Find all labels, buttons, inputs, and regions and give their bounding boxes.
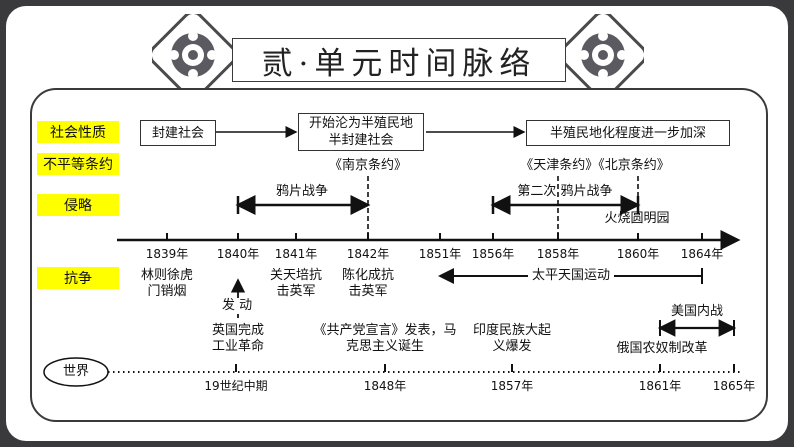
world-label: 世界 [62, 364, 90, 379]
year-label: 1864年 [680, 247, 724, 261]
trigger-label: 发 动 [222, 298, 253, 314]
year-label: 1856年 [471, 247, 515, 261]
year-label: 1860年 [616, 247, 660, 261]
second-opium-war-label: 第二次 鸦片战争 [517, 184, 613, 199]
left-ornament-icon [152, 14, 234, 96]
society-box-feudal: 封建社会 [140, 120, 216, 146]
world-time-label: 19世纪中期 [204, 379, 268, 393]
world-time-label: 1857年 [490, 379, 534, 393]
world-event-manifesto: 《共产党宣言》发表，马克思主义诞生 [313, 323, 457, 354]
event-chenhuacheng: 陈化成抗击英军 [341, 268, 394, 299]
year-label: 1840年 [216, 247, 260, 261]
world-time-label: 1848年 [363, 379, 407, 393]
event-guantianpei: 关天培抗击英军 [269, 268, 322, 299]
year-label: 1841年 [274, 247, 318, 261]
year-label: 1851年 [418, 247, 462, 261]
category-invasion: 侵略 [37, 194, 119, 216]
opium-war-label: 鸦片战争 [275, 184, 329, 199]
event-taiping: 太平天国运动 [528, 268, 615, 284]
world-event-russia: 俄国农奴制改革 [616, 341, 708, 356]
world-time-label: 1865年 [712, 379, 756, 393]
category-treaty: 不平等条约 [37, 153, 119, 175]
year-label: 1858年 [536, 247, 580, 261]
right-ornament-icon [562, 14, 644, 96]
world-event-us-civil-war: 美国内战 [670, 304, 724, 319]
treaty-tianjin-beijing: 《天津条约》《北京条约》 [520, 158, 670, 173]
year-label: 1842年 [346, 247, 390, 261]
event-linzexu: 林则徐虎门销烟 [140, 268, 193, 299]
category-society: 社会性质 [37, 121, 119, 143]
title-box: 贰·单元时间脉络 [232, 38, 566, 82]
world-time-label: 1861年 [638, 379, 682, 393]
year-label: 1839年 [145, 247, 189, 261]
society-box-semicolonial: 开始沦为半殖民地半封建社会 [298, 113, 424, 151]
category-struggle: 抗争 [37, 267, 119, 289]
burn-yuanmingyuan-label: 火烧圆明园 [604, 211, 670, 226]
world-event-india: 印度民族大起义爆发 [472, 323, 551, 354]
page-title: 贰·单元时间脉络 [261, 45, 537, 82]
world-label-oval [43, 357, 109, 387]
treaty-nanjing: 《南京条约》 [328, 158, 408, 173]
society-box-deepening: 半殖民地化程度进一步加深 [526, 120, 730, 146]
world-event-industrial: 英国完成工业革命 [211, 323, 264, 354]
